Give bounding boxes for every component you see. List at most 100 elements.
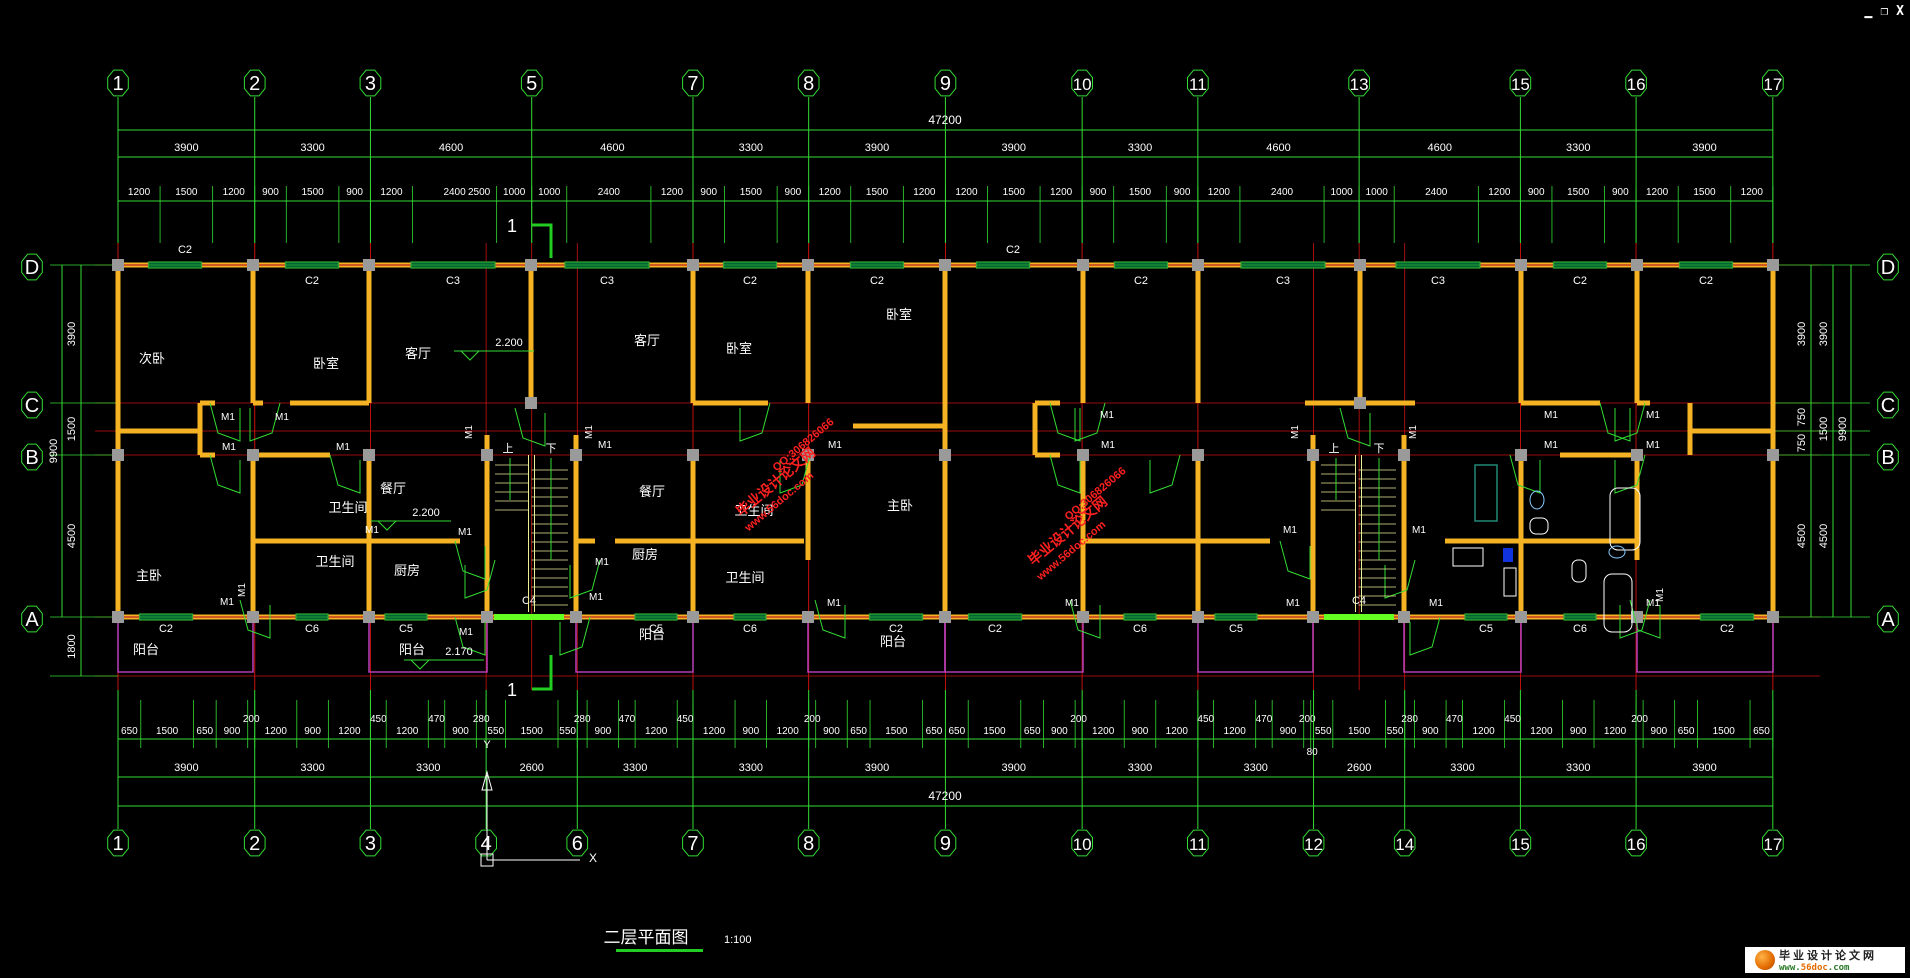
- dim-detail-bottom: 200: [804, 714, 821, 725]
- bottom-axis-6-label: 6: [572, 833, 583, 855]
- column: [570, 449, 582, 461]
- door-label-M1: M1: [1544, 410, 1558, 421]
- column: [1767, 259, 1779, 271]
- window-label-top: C2: [1134, 275, 1148, 287]
- dim-detail-top: 900: [1090, 187, 1107, 198]
- column: [1631, 611, 1643, 623]
- stair-up-label: 上: [503, 442, 514, 455]
- window-label-top: C3: [1431, 275, 1445, 287]
- balcony-rail: [1197, 617, 1314, 673]
- dim-bay-bottom: 3300: [1128, 762, 1152, 774]
- dim-bay-bottom: 3300: [1243, 762, 1267, 774]
- room-label: 客厅: [634, 333, 660, 348]
- dim-detail-bottom: 900: [1280, 726, 1297, 737]
- dim-bay-bottom: 3300: [1566, 762, 1590, 774]
- dim-detail-top: 1200: [223, 187, 246, 198]
- dim-detail-bottom: 1200: [1604, 726, 1627, 737]
- column: [1398, 449, 1410, 461]
- dim-detail-bottom: 1500: [1713, 726, 1736, 737]
- top-axis-17-bubble: [1762, 69, 1784, 97]
- dim-detail-bottom: 1200: [645, 726, 668, 737]
- dim-right-middle: 1500: [1818, 417, 1830, 441]
- dim-bay-bottom: 3300: [1450, 762, 1474, 774]
- dim-detail-top: 1000: [538, 187, 561, 198]
- column: [481, 611, 493, 623]
- dim-detail-top: 1500: [175, 187, 198, 198]
- bottom-axis-8-label: 8: [803, 833, 814, 855]
- bottom-axis-4-bubble: [475, 829, 497, 857]
- door-swing: [1049, 454, 1081, 494]
- dim-detail-top: 1000: [503, 187, 526, 198]
- window-label-bottom: C6: [1573, 623, 1587, 635]
- door-label-M1-vertical: M1: [584, 425, 595, 439]
- dim-left: 1500: [66, 417, 78, 441]
- bottom-axis-3-label: 3: [365, 833, 376, 855]
- dim-detail-bottom: 900: [823, 726, 840, 737]
- dim-detail-bottom: 200: [1070, 714, 1087, 725]
- column: [247, 259, 259, 271]
- room-label: 卧室: [726, 341, 752, 356]
- dim-detail-bottom: 1200: [1472, 726, 1495, 737]
- dim-detail-top: 2400: [443, 187, 466, 198]
- door-swing: [1509, 454, 1541, 494]
- dim-detail-top: 1500: [1129, 187, 1152, 198]
- right-row-axis-B-bubble: [1877, 443, 1899, 471]
- column: [939, 611, 951, 623]
- dim-left: 1800: [66, 634, 78, 658]
- dim-detail-bottom: 900: [1651, 726, 1668, 737]
- bottom-axis-14-label: 14: [1395, 835, 1414, 854]
- dim-bay-bottom: 3900: [174, 762, 198, 774]
- elevation-label: 2.200: [412, 507, 440, 519]
- column: [939, 449, 951, 461]
- top-axis-9-bubble: [934, 69, 957, 97]
- room-label: 厨房: [632, 547, 658, 562]
- dim-detail-bottom: 550: [1315, 726, 1332, 737]
- door-label-M1: M1: [1100, 410, 1114, 421]
- dim-detail-top: 900: [1612, 187, 1629, 198]
- column: [1398, 611, 1410, 623]
- dim-detail-bottom: 280: [1401, 714, 1418, 725]
- column: [1077, 611, 1089, 623]
- door-label-M1-vertical: M1: [464, 425, 475, 439]
- dim-right-inner: 750: [1796, 434, 1808, 452]
- drawing-title: 二层平面图: [604, 928, 689, 947]
- dim-detail-bottom: 1500: [156, 726, 179, 737]
- top-axis-7-label: 7: [687, 73, 698, 95]
- door-swing: [464, 559, 496, 599]
- minimize-icon[interactable]: ▁: [1864, 4, 1873, 19]
- door-label-M1: M1: [1101, 440, 1115, 451]
- restore-icon[interactable]: ❐: [1880, 4, 1889, 19]
- bottom-axis-12-bubble: [1302, 829, 1325, 857]
- bottom-axis-12-label: 12: [1304, 835, 1323, 854]
- column: [247, 449, 259, 461]
- washbasin-icon: [1608, 545, 1626, 559]
- top-axis-3-bubble: [359, 69, 382, 97]
- dim-detail-top: 1200: [1646, 187, 1669, 198]
- room-label: 阳台: [639, 627, 665, 642]
- dim-detail-top: 900: [262, 187, 279, 198]
- bottom-axis-11-bubble: [1187, 829, 1209, 857]
- dim-detail-bottom: 650: [1024, 726, 1041, 737]
- balcony-rail: [944, 617, 1084, 673]
- door-label-M1-vertical: M1: [1290, 425, 1301, 439]
- bottom-axis-17-label: 17: [1763, 835, 1782, 854]
- door-label-M1: M1: [275, 412, 289, 423]
- top-axis-15-bubble: [1509, 69, 1532, 97]
- door-swing: [209, 402, 241, 442]
- door-label-M1: M1: [458, 527, 472, 538]
- close-icon[interactable]: X: [1896, 4, 1904, 19]
- room-label: 阳台: [399, 642, 425, 657]
- door-label-M1: M1: [1412, 525, 1426, 536]
- column: [525, 259, 537, 271]
- dim-detail-top: 1000: [1366, 187, 1389, 198]
- dim-right-inner: 750: [1796, 408, 1808, 426]
- section-mark-top: 1: [507, 216, 517, 236]
- top-axis-10-label: 10: [1073, 75, 1092, 94]
- dim-total-bottom: 47200: [928, 789, 962, 803]
- window-label-bottom: C2: [1720, 623, 1734, 635]
- door-swing: [514, 407, 546, 447]
- column: [802, 259, 814, 271]
- stair-up-label: 上: [1329, 442, 1340, 455]
- dim-detail-bottom: 200: [243, 714, 260, 725]
- section-mark-bottom: 1: [507, 680, 517, 700]
